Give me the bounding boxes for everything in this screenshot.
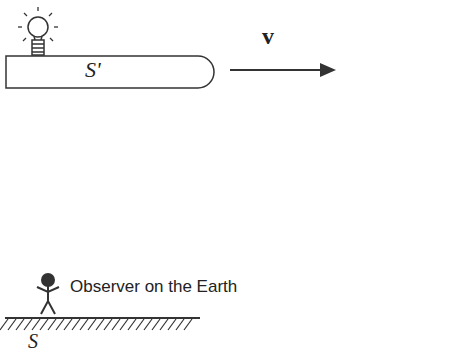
hatch-line — [136, 319, 144, 330]
hatch-line — [168, 319, 176, 330]
hatch-line — [80, 319, 88, 330]
hatch-line — [128, 319, 136, 330]
vehicle-shape — [6, 56, 214, 88]
hatch-line — [120, 319, 128, 330]
hatch-line — [144, 319, 152, 330]
hatch-line — [96, 319, 104, 330]
frame-label: S' — [85, 55, 101, 85]
velocity-arrow — [230, 63, 336, 77]
hatch-line — [184, 319, 192, 330]
observer-caption: Observer on the Earth — [70, 278, 237, 295]
hatch-line — [112, 319, 120, 330]
hatch-line — [152, 319, 160, 330]
vehicle-body: S' — [5, 55, 215, 89]
hatch-line — [104, 319, 112, 330]
hatch-line — [32, 319, 40, 330]
hatch-line — [0, 319, 8, 330]
hatch-line — [8, 319, 16, 330]
hatch-line — [16, 319, 24, 330]
stick-figure — [37, 274, 59, 314]
hatch-line — [64, 319, 72, 330]
velocity-symbol: v — [262, 24, 274, 48]
lamp — [18, 7, 58, 55]
hatch-line — [72, 319, 80, 330]
hatch-line — [160, 319, 168, 330]
hatch-line — [88, 319, 96, 330]
hatch-line — [48, 319, 56, 330]
hatch-line — [56, 319, 64, 330]
hatch-line — [176, 319, 184, 330]
hatch-line — [40, 319, 48, 330]
frame-label: S — [28, 331, 38, 351]
vehicle-outline — [5, 55, 215, 89]
ground — [0, 318, 200, 330]
hatch-line — [24, 319, 32, 330]
